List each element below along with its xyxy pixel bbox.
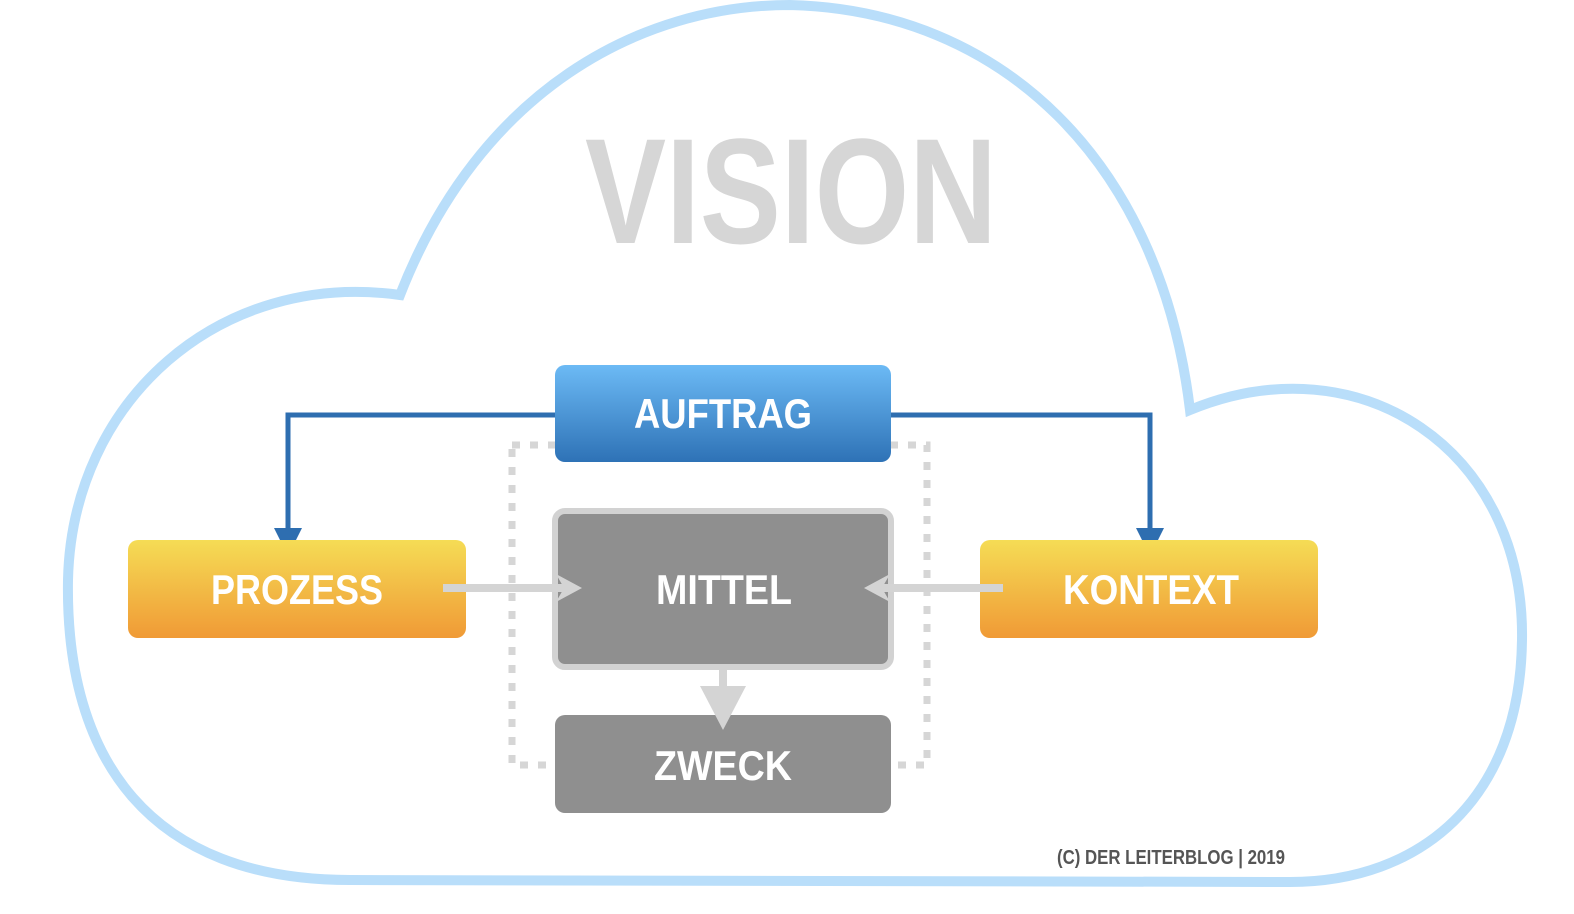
mittel-label: MITTEL: [656, 566, 792, 613]
prozess-label: PROZESS: [211, 566, 383, 613]
kontext-label: KONTEXT: [1063, 566, 1239, 613]
kontext-box: [980, 540, 1318, 638]
cloud-outline: [62, 0, 1528, 888]
vision-title: VISION: [585, 107, 997, 275]
auftrag-label: AUFTRAG: [634, 390, 812, 437]
auftrag-connectors: [285, 412, 1153, 532]
copyright: (C) DER LEITERBLOG | 2019: [1057, 847, 1285, 869]
zweck-label: ZWECK: [654, 742, 792, 789]
arrow-down-zweck-icon: [700, 686, 746, 730]
auftrag-box: [555, 365, 891, 462]
prozess-box: [128, 540, 466, 638]
zweck-box: [555, 715, 891, 813]
arrow-left-mittel-icon: [864, 574, 890, 602]
arrow-right-mittel-icon: [556, 574, 582, 602]
